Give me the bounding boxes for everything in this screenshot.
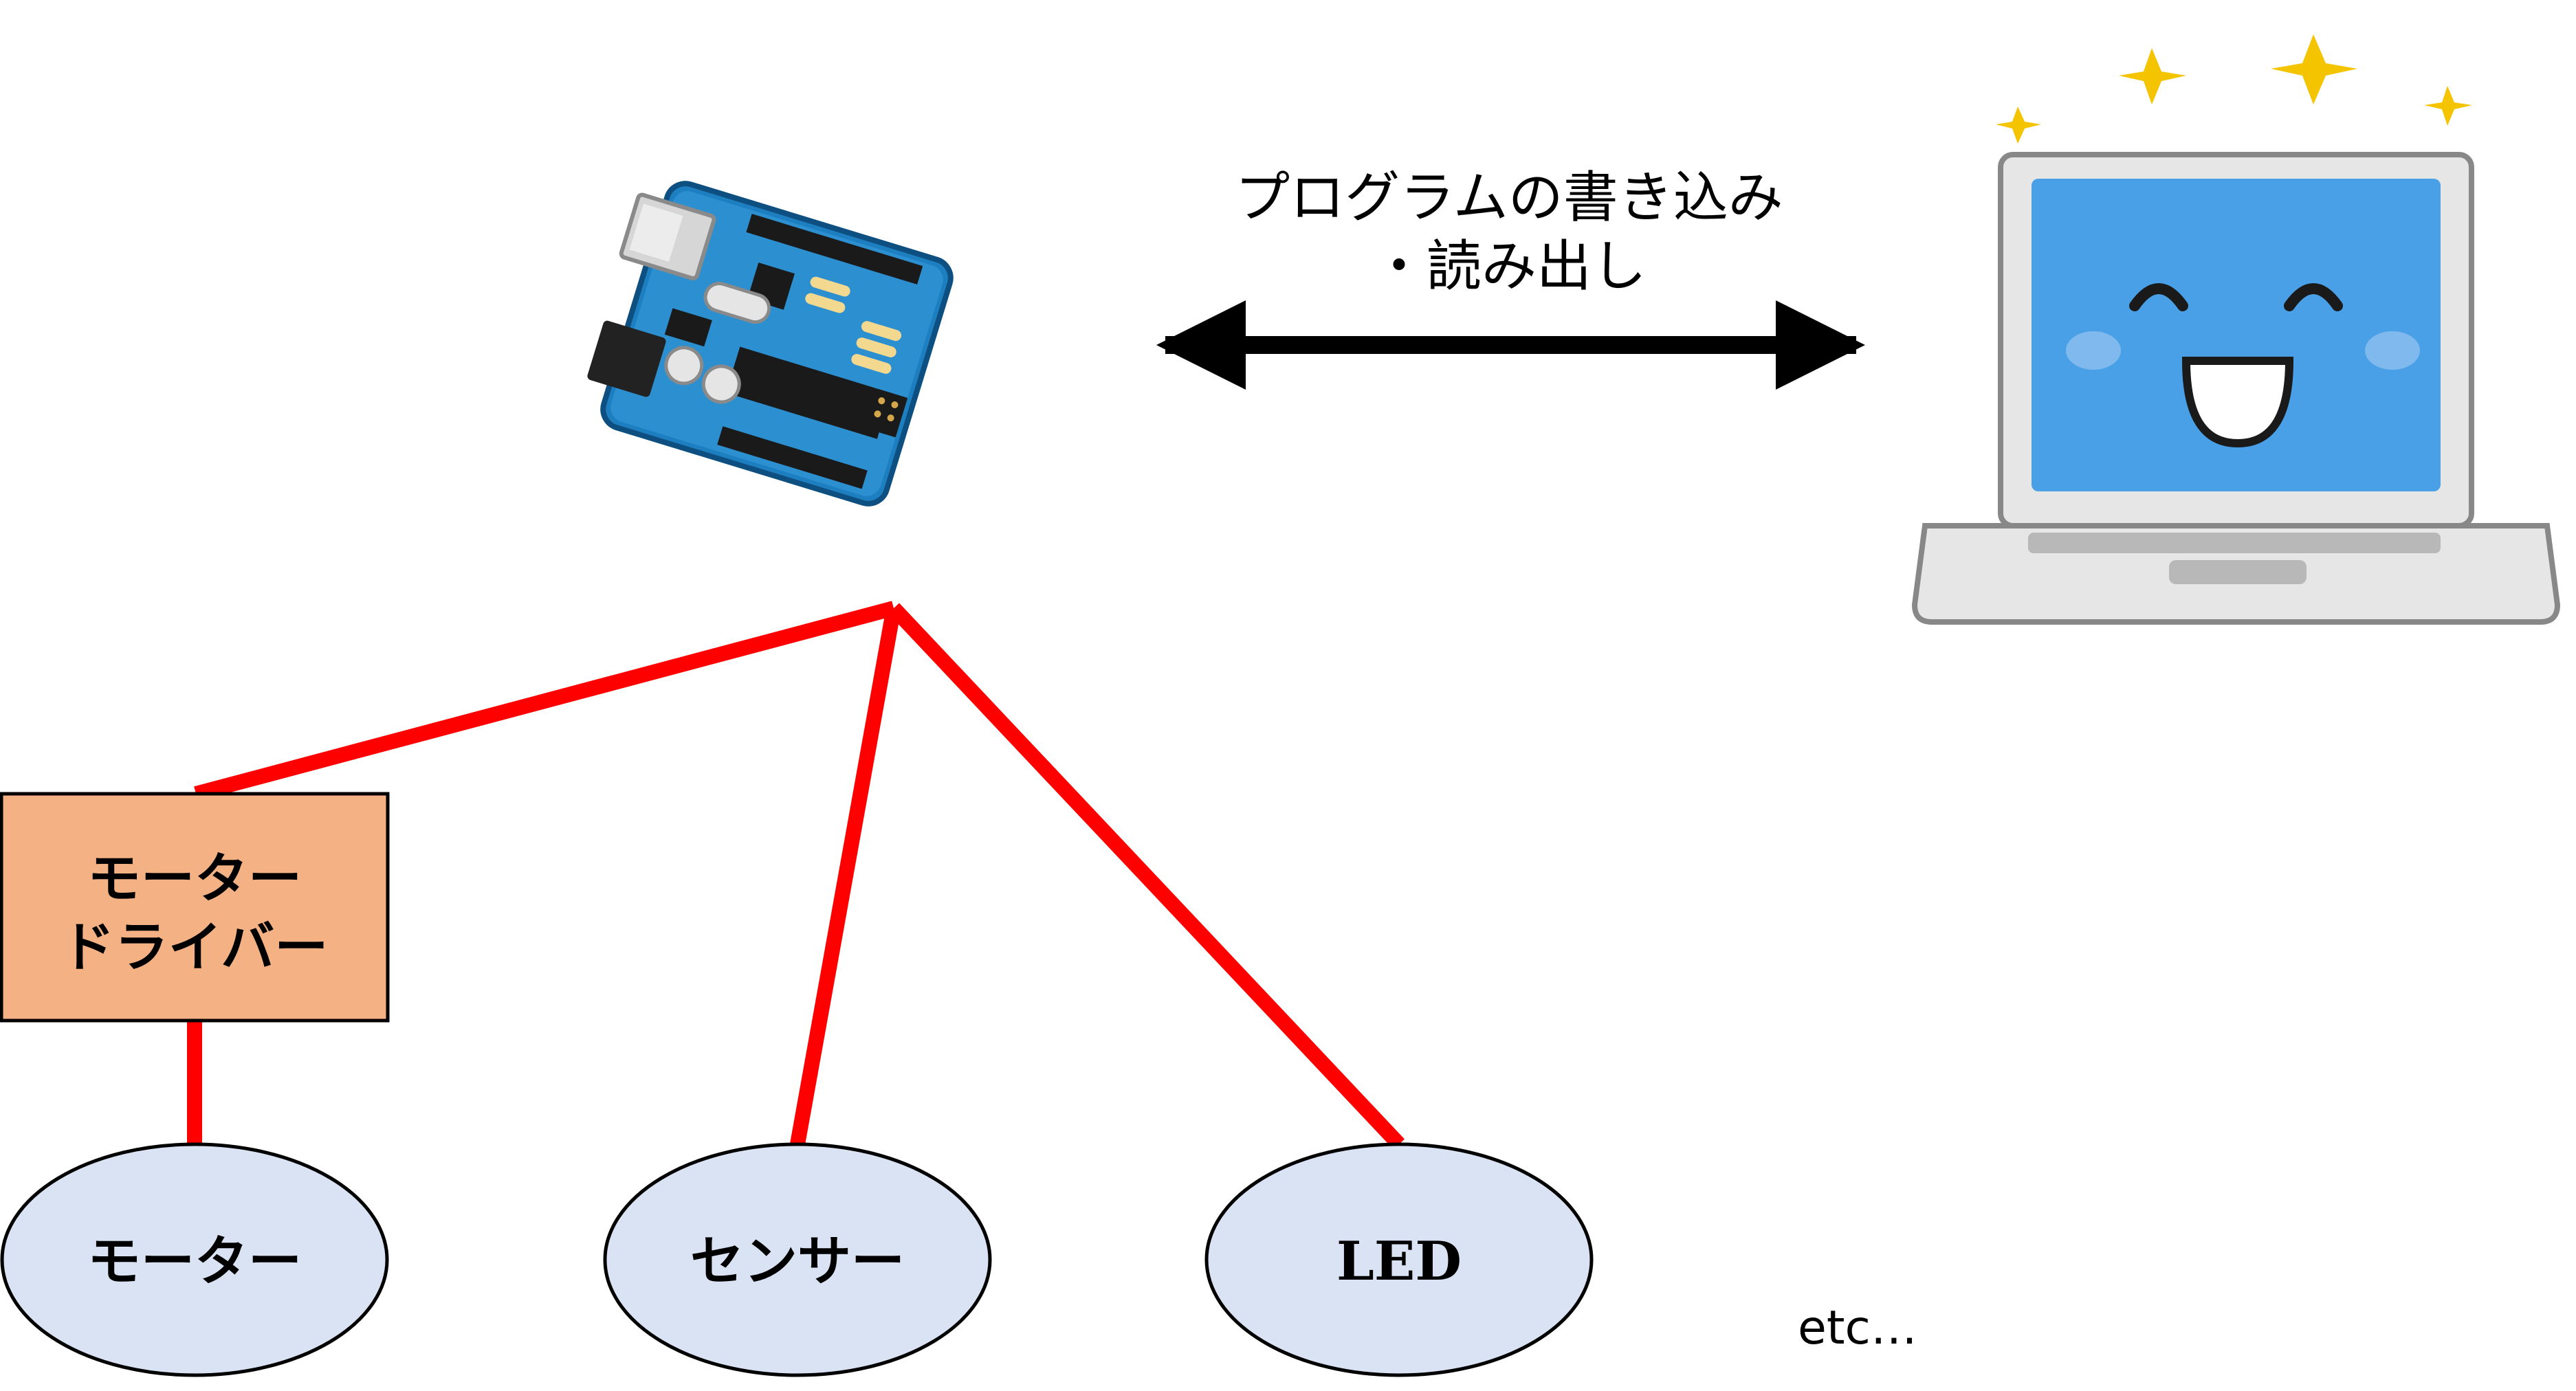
motor-label: モーター bbox=[87, 1230, 302, 1293]
wire-to-led bbox=[888, 603, 1405, 1150]
wire-to-sensor bbox=[790, 607, 901, 1146]
laptop-icon bbox=[1911, 152, 2561, 625]
arrow-label-line1: プログラムの書き込み bbox=[1235, 166, 1783, 230]
arduino-board-icon bbox=[587, 181, 954, 507]
wires bbox=[187, 601, 1405, 1150]
led-node: LED bbox=[1204, 1142, 1594, 1377]
etc-label: etc… bbox=[1798, 1301, 1917, 1355]
motor-driver-label-line2: ドライバー bbox=[61, 916, 328, 979]
motor-driver-label-line1: モーター bbox=[87, 847, 302, 910]
arrow-label-line2: ・読み出し bbox=[1372, 234, 1647, 298]
sensor-label: センサー bbox=[690, 1230, 905, 1293]
sensor-node: センサー bbox=[603, 1142, 992, 1377]
motor-driver-box: モーター ドライバー bbox=[0, 792, 390, 1023]
wire-to-driver bbox=[194, 601, 896, 801]
sparkle-icon bbox=[1996, 34, 2472, 144]
led-label: LED bbox=[1336, 1230, 1462, 1293]
motor-node: モーター bbox=[0, 1142, 389, 1377]
